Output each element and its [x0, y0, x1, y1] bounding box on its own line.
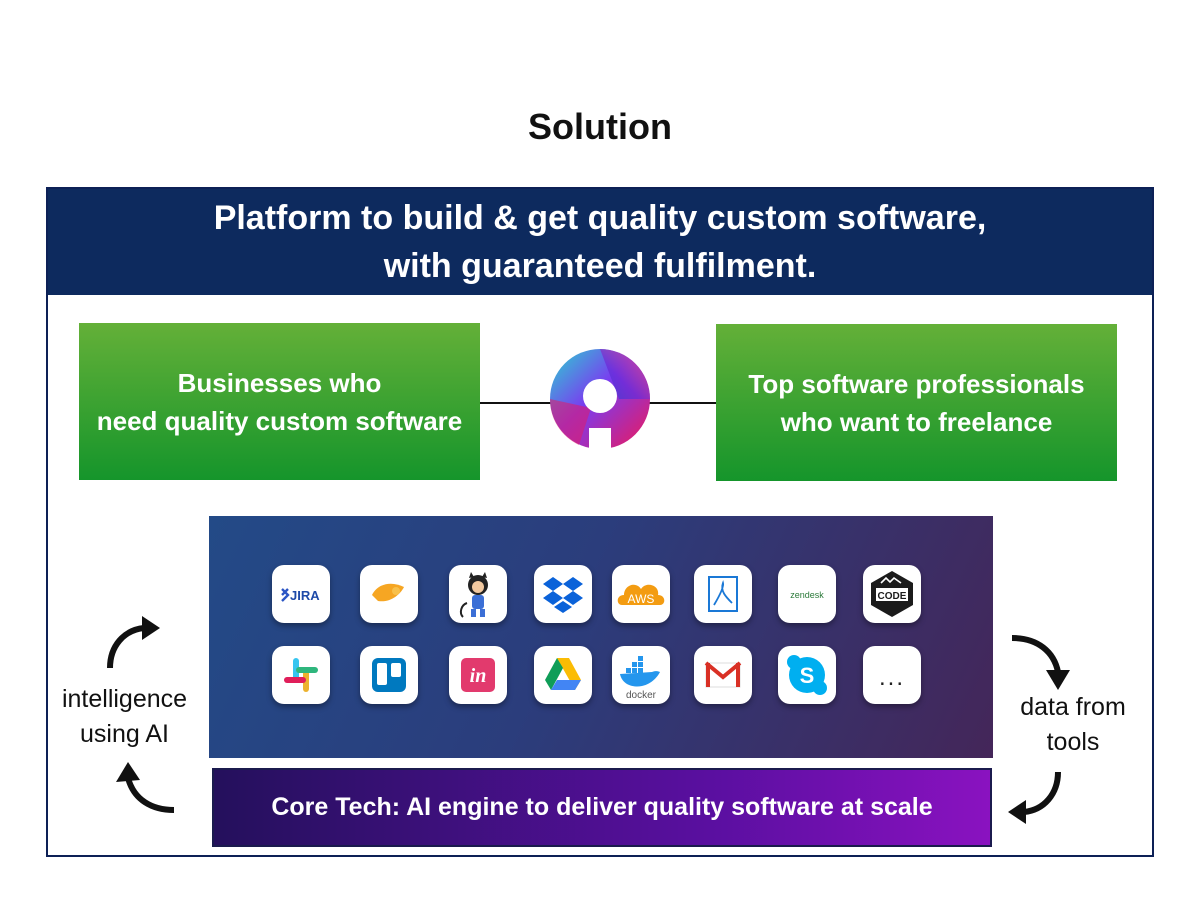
zendesk-icon: zendesk: [778, 565, 836, 623]
docker-icon: docker: [612, 646, 670, 704]
platform-logo-icon: [549, 348, 651, 450]
docker-label: docker: [626, 690, 657, 701]
businesses-line-1: Businesses who: [177, 367, 382, 398]
core-tech-bar: Core Tech: AI engine to deliver quality …: [212, 768, 992, 847]
skype-label: S: [800, 663, 815, 688]
jira-label: JIRA: [290, 588, 320, 603]
platform-banner: Platform to build & get quality custom s…: [48, 189, 1152, 295]
arrow-down-left-icon: [1004, 768, 1070, 826]
aws-label: AWS: [628, 592, 655, 606]
professionals-line-2: who want to freelance: [780, 406, 1053, 437]
professionals-box: Top software professionals who want to f…: [716, 324, 1117, 481]
data-from-tools-line-2: tools: [1046, 728, 1100, 756]
connector-left: [480, 402, 556, 404]
intelligence-line-2: using AI: [80, 720, 169, 748]
arrow-up-right-icon: [100, 612, 166, 672]
professionals-line-1: Top software professionals: [748, 368, 1085, 399]
arrow-down-right-icon: [1008, 630, 1074, 692]
github-octocat-icon: [449, 565, 507, 623]
invision-label: in: [470, 665, 487, 687]
connector-right: [644, 402, 716, 404]
slack-icon: [272, 646, 330, 704]
code-climate-label: CODE: [878, 591, 907, 602]
page-title: Solution: [528, 106, 672, 147]
arrow-up-left-icon: [112, 760, 178, 818]
data-from-tools-label: data from tools: [1005, 690, 1141, 760]
more-label: ...: [878, 664, 905, 691]
businesses-line-2: need quality custom software: [96, 405, 463, 436]
intelligence-label: intelligence using AI: [52, 682, 197, 752]
code-climate-icon: CODE: [863, 565, 921, 623]
more-icon: ...: [863, 646, 921, 704]
trello-icon: [360, 646, 418, 704]
data-from-tools-line-1: data from: [1020, 693, 1126, 721]
gmail-icon: [694, 646, 752, 704]
google-drive-icon: [534, 646, 592, 704]
banner-line-1: Platform to build & get quality custom s…: [213, 199, 987, 237]
zendesk-label: zendesk: [790, 590, 824, 600]
adobe-acrobat-icon: [694, 565, 752, 623]
jira-icon: JIRA: [272, 565, 330, 623]
intelligence-line-1: intelligence: [61, 685, 188, 713]
bitbucket-icon: [360, 565, 418, 623]
businesses-box: Businesses who need quality custom softw…: [79, 323, 480, 480]
core-tech-label: Core Tech: AI engine to deliver quality …: [271, 793, 933, 821]
banner-line-2: with guaranteed fulfilment.: [383, 247, 817, 285]
skype-icon: S: [778, 646, 836, 704]
invision-icon: in: [449, 646, 507, 704]
aws-icon: AWS: [612, 565, 670, 623]
tools-panel: JIRA AWS: [209, 516, 993, 758]
dropbox-icon: [534, 565, 592, 623]
